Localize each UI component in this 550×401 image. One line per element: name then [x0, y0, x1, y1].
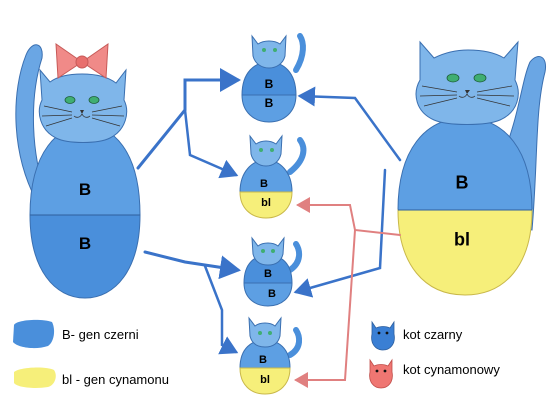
arrow-father-b-to-kitten-1	[297, 86, 402, 162]
kitten-1-top-allele: B	[264, 77, 274, 91]
legend-black-cat-label: kot czarny	[403, 327, 463, 342]
black-cat-icon	[371, 320, 395, 351]
legend-cinnamon-gene-swatch	[14, 367, 56, 388]
arrow-mother-b-to-kitten-3	[143, 250, 241, 280]
father-top-allele: B	[455, 172, 469, 193]
arrow-mother-b-to-kitten-1	[136, 68, 241, 170]
kitten-2-bottom-allele: bl	[261, 197, 271, 209]
kitten-4	[239, 316, 303, 395]
kitten-2	[239, 134, 307, 219]
kitten-4-bottom-allele: bl	[260, 374, 270, 386]
legend	[13, 319, 395, 389]
father-head	[415, 40, 519, 125]
mother-tail	[15, 44, 47, 201]
kitten-3-bottom-allele: B	[268, 288, 276, 300]
arrow-father-b-to-kitten-3	[293, 168, 387, 298]
father-bottom-allele: bl	[454, 229, 470, 250]
kitten-3-top-allele: B	[264, 268, 272, 280]
father-cat	[397, 40, 547, 296]
legend-cinnamon-gene-label: bl - gen cynamonu	[62, 372, 169, 387]
mother-bottom-allele: B	[78, 234, 92, 253]
kitten-2-top-allele: B	[260, 178, 268, 190]
mother-top-allele: B	[78, 180, 92, 199]
mother-cat	[15, 43, 141, 299]
kitten-3	[243, 236, 303, 307]
legend-cinnamon-cat-label: kot cynamonowy	[403, 362, 500, 377]
mother-body-bottom	[29, 214, 141, 299]
legend-black-gene-swatch	[13, 319, 55, 349]
arrow-father-bl-to-kitten-4	[294, 229, 356, 388]
arrow-father-bl-to-kitten-2	[296, 197, 401, 236]
father-body-bottom	[397, 209, 533, 296]
kitten-1-bottom-allele: B	[264, 96, 274, 110]
legend-black-gene-label: B- gen czerni	[62, 327, 139, 342]
inheritance-arrows	[136, 68, 402, 388]
mother-head	[38, 68, 128, 143]
bow-icon	[55, 43, 109, 79]
arrow-mother-b-to-kitten-2	[183, 108, 239, 179]
kitten-1	[241, 33, 306, 123]
arrow-mother-b-to-kitten-4	[203, 264, 239, 355]
kitten-4-top-allele: B	[259, 354, 267, 366]
cinnamon-cat-icon	[369, 358, 393, 389]
